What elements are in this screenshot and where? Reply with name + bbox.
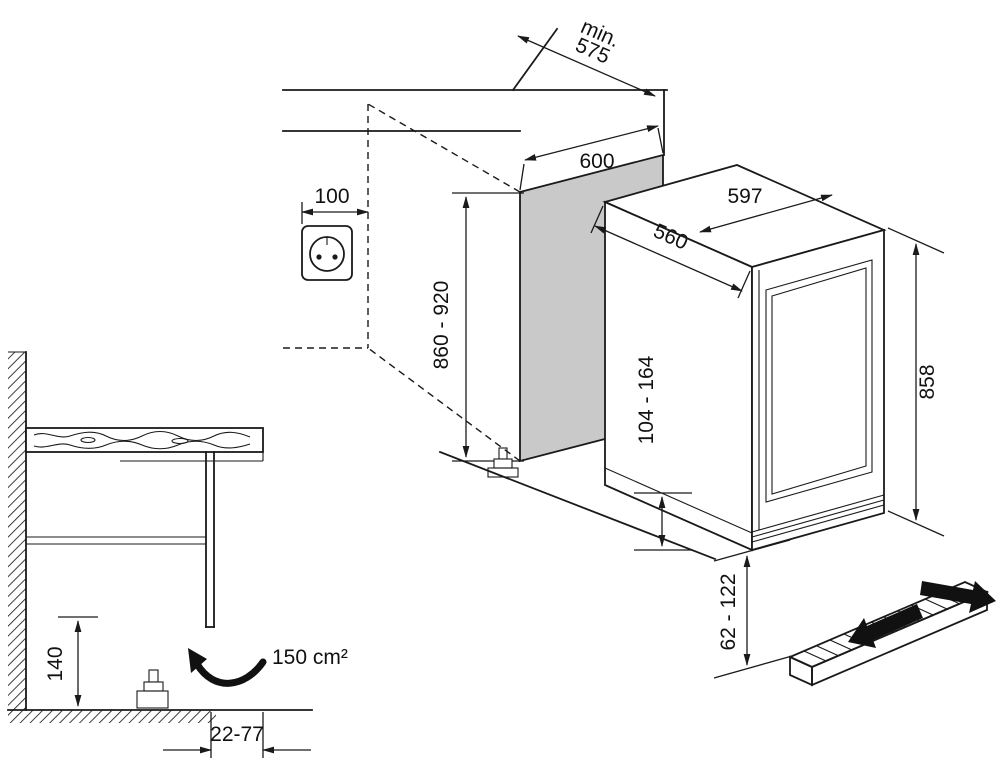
dimension-line — [517, 35, 656, 97]
extension-line — [519, 163, 525, 191]
niche-dashed-outline — [283, 103, 521, 462]
extension-line — [887, 510, 945, 537]
dim-niche-height-label: 860 - 920 — [430, 281, 453, 370]
airflow-annotation: 150 cm² — [188, 646, 348, 687]
extension-line — [657, 127, 664, 154]
countertop-section — [25, 427, 264, 462]
door-frame-outer — [765, 259, 873, 503]
extension-line — [737, 270, 751, 299]
dimension-line — [524, 125, 659, 161]
foot-body — [143, 681, 164, 692]
vent-cross-section-label: 150 cm² — [272, 646, 348, 669]
dim-socket-offset: 100 — [301, 185, 369, 224]
dim-vent-gap-height: 140 — [44, 616, 98, 707]
dim-base-height: 104 - 164 — [634, 355, 692, 551]
niche-hidden-bottom-edge — [367, 347, 521, 462]
socket-hole — [316, 254, 322, 260]
dimension-line — [594, 225, 743, 292]
grille-end-cap — [789, 655, 813, 687]
dim-vent-gap-height-label: 140 — [44, 646, 67, 681]
dim-appliance-width-label: 597 — [727, 185, 762, 208]
foot-base — [487, 467, 519, 478]
dim-plinth-height: 62 - 122 — [713, 539, 793, 679]
airflow-arrow-head — [188, 648, 207, 673]
floor-section — [7, 709, 313, 723]
wood-knot — [171, 437, 189, 445]
dim-appliance-height: 858 — [887, 227, 945, 537]
leveling-foot-section — [136, 669, 169, 709]
dim-socket-offset-label: 100 — [314, 185, 349, 208]
extension-line — [713, 655, 793, 679]
air-out-arrow — [920, 581, 996, 613]
floor-hatch — [8, 710, 216, 723]
niche-floor-line — [438, 450, 717, 561]
dim-appliance-height-label: 858 — [916, 364, 939, 399]
dim-plinth-recess: 22-77 — [163, 712, 311, 758]
niche-hidden-top-edge — [367, 103, 521, 193]
air-in-arrow — [848, 604, 923, 648]
plinth-slat — [751, 499, 885, 538]
glass-door-frame — [758, 259, 873, 530]
door-glass-inner — [771, 267, 867, 495]
vent-grille — [787, 581, 996, 687]
countertop-slab — [25, 427, 264, 453]
extension-line — [590, 205, 604, 234]
wood-grain-line — [33, 440, 251, 450]
wall-section — [8, 351, 27, 711]
dim-niche-width-label: 600 — [579, 150, 614, 173]
plinth-panel — [205, 451, 215, 628]
wood-knot — [80, 436, 96, 444]
foot-base — [136, 690, 169, 709]
dim-min-depth-label: min. 575 — [572, 15, 623, 68]
dim-plinth-height-label: 62 - 122 — [717, 573, 740, 650]
carcass-bottom-line — [604, 467, 753, 534]
worktop-side-edge — [511, 27, 559, 92]
extension-line — [887, 227, 945, 254]
section-view: 140 150 cm² 22-77 — [7, 351, 348, 758]
wall-hatch — [8, 352, 26, 710]
airflow-arrow-curve — [193, 658, 267, 687]
dim-base-height-label: 104 - 164 — [635, 355, 658, 444]
wood-grain-line — [33, 430, 251, 442]
dim-niche-width: 600 — [519, 125, 664, 191]
plinth-slat — [751, 504, 885, 543]
extension-line — [713, 539, 791, 562]
leveling-foot-niche — [487, 447, 519, 478]
section-break-lines — [26, 536, 206, 545]
dim-plinth-recess-label: 22-77 — [210, 723, 264, 746]
appliance-plinth — [751, 494, 885, 543]
dim-niche-height: 860 - 920 — [430, 192, 524, 462]
door-bottom-edge — [751, 494, 885, 533]
appliance-view: 597 560 858 104 - 164 62 - 1 — [590, 164, 945, 679]
foot-stem — [148, 669, 159, 683]
foot-body — [493, 458, 513, 469]
power-socket — [301, 225, 353, 281]
socket-hole — [332, 254, 338, 260]
